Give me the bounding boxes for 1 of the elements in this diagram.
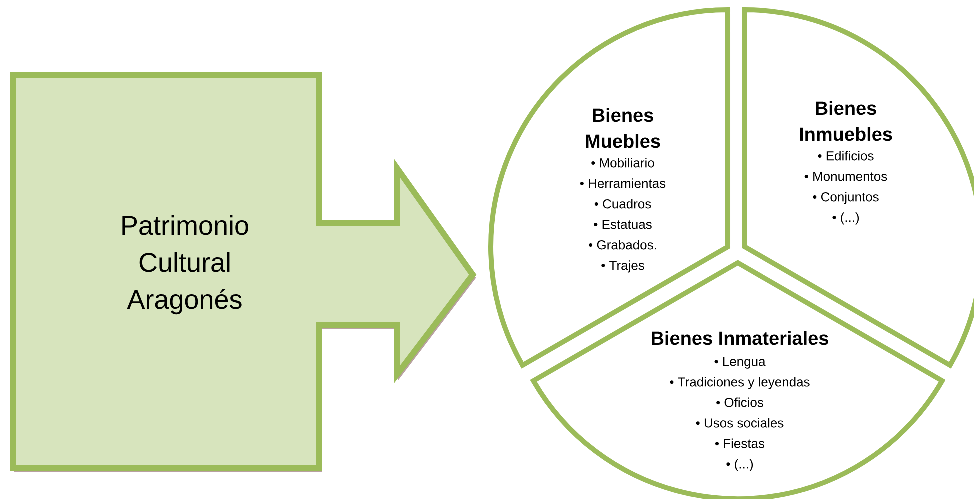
arrow-shaped-box: Patrimonio Cultural Aragonés [10,72,477,472]
